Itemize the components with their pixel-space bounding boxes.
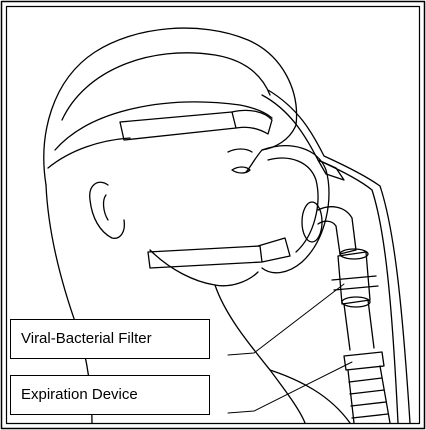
lower-strap [148, 246, 262, 268]
tube-corrugation [349, 378, 388, 418]
neck-front [215, 285, 305, 423]
ear [90, 182, 125, 238]
mask-elbow [318, 207, 356, 254]
ear-inner [104, 195, 108, 220]
headgear-cap-lower [55, 102, 272, 150]
inner-frame [7, 7, 420, 424]
face-profile [246, 125, 296, 172]
leader-filter [228, 284, 344, 355]
eyebrow [228, 149, 252, 152]
label-expiration-device: Expiration Device [10, 375, 210, 415]
headgear-band-back [48, 138, 130, 168]
lower-strap-buckle [258, 238, 290, 262]
mask-port [302, 202, 322, 242]
jaw-line [150, 250, 258, 286]
label-viral-bacterial-filter: Viral-Bacterial Filter [10, 319, 210, 359]
expiration-ring [344, 352, 384, 370]
headgear-cap [62, 53, 270, 120]
head-outline [44, 28, 297, 185]
mask-frame [268, 158, 318, 252]
upper-strap [120, 112, 236, 140]
